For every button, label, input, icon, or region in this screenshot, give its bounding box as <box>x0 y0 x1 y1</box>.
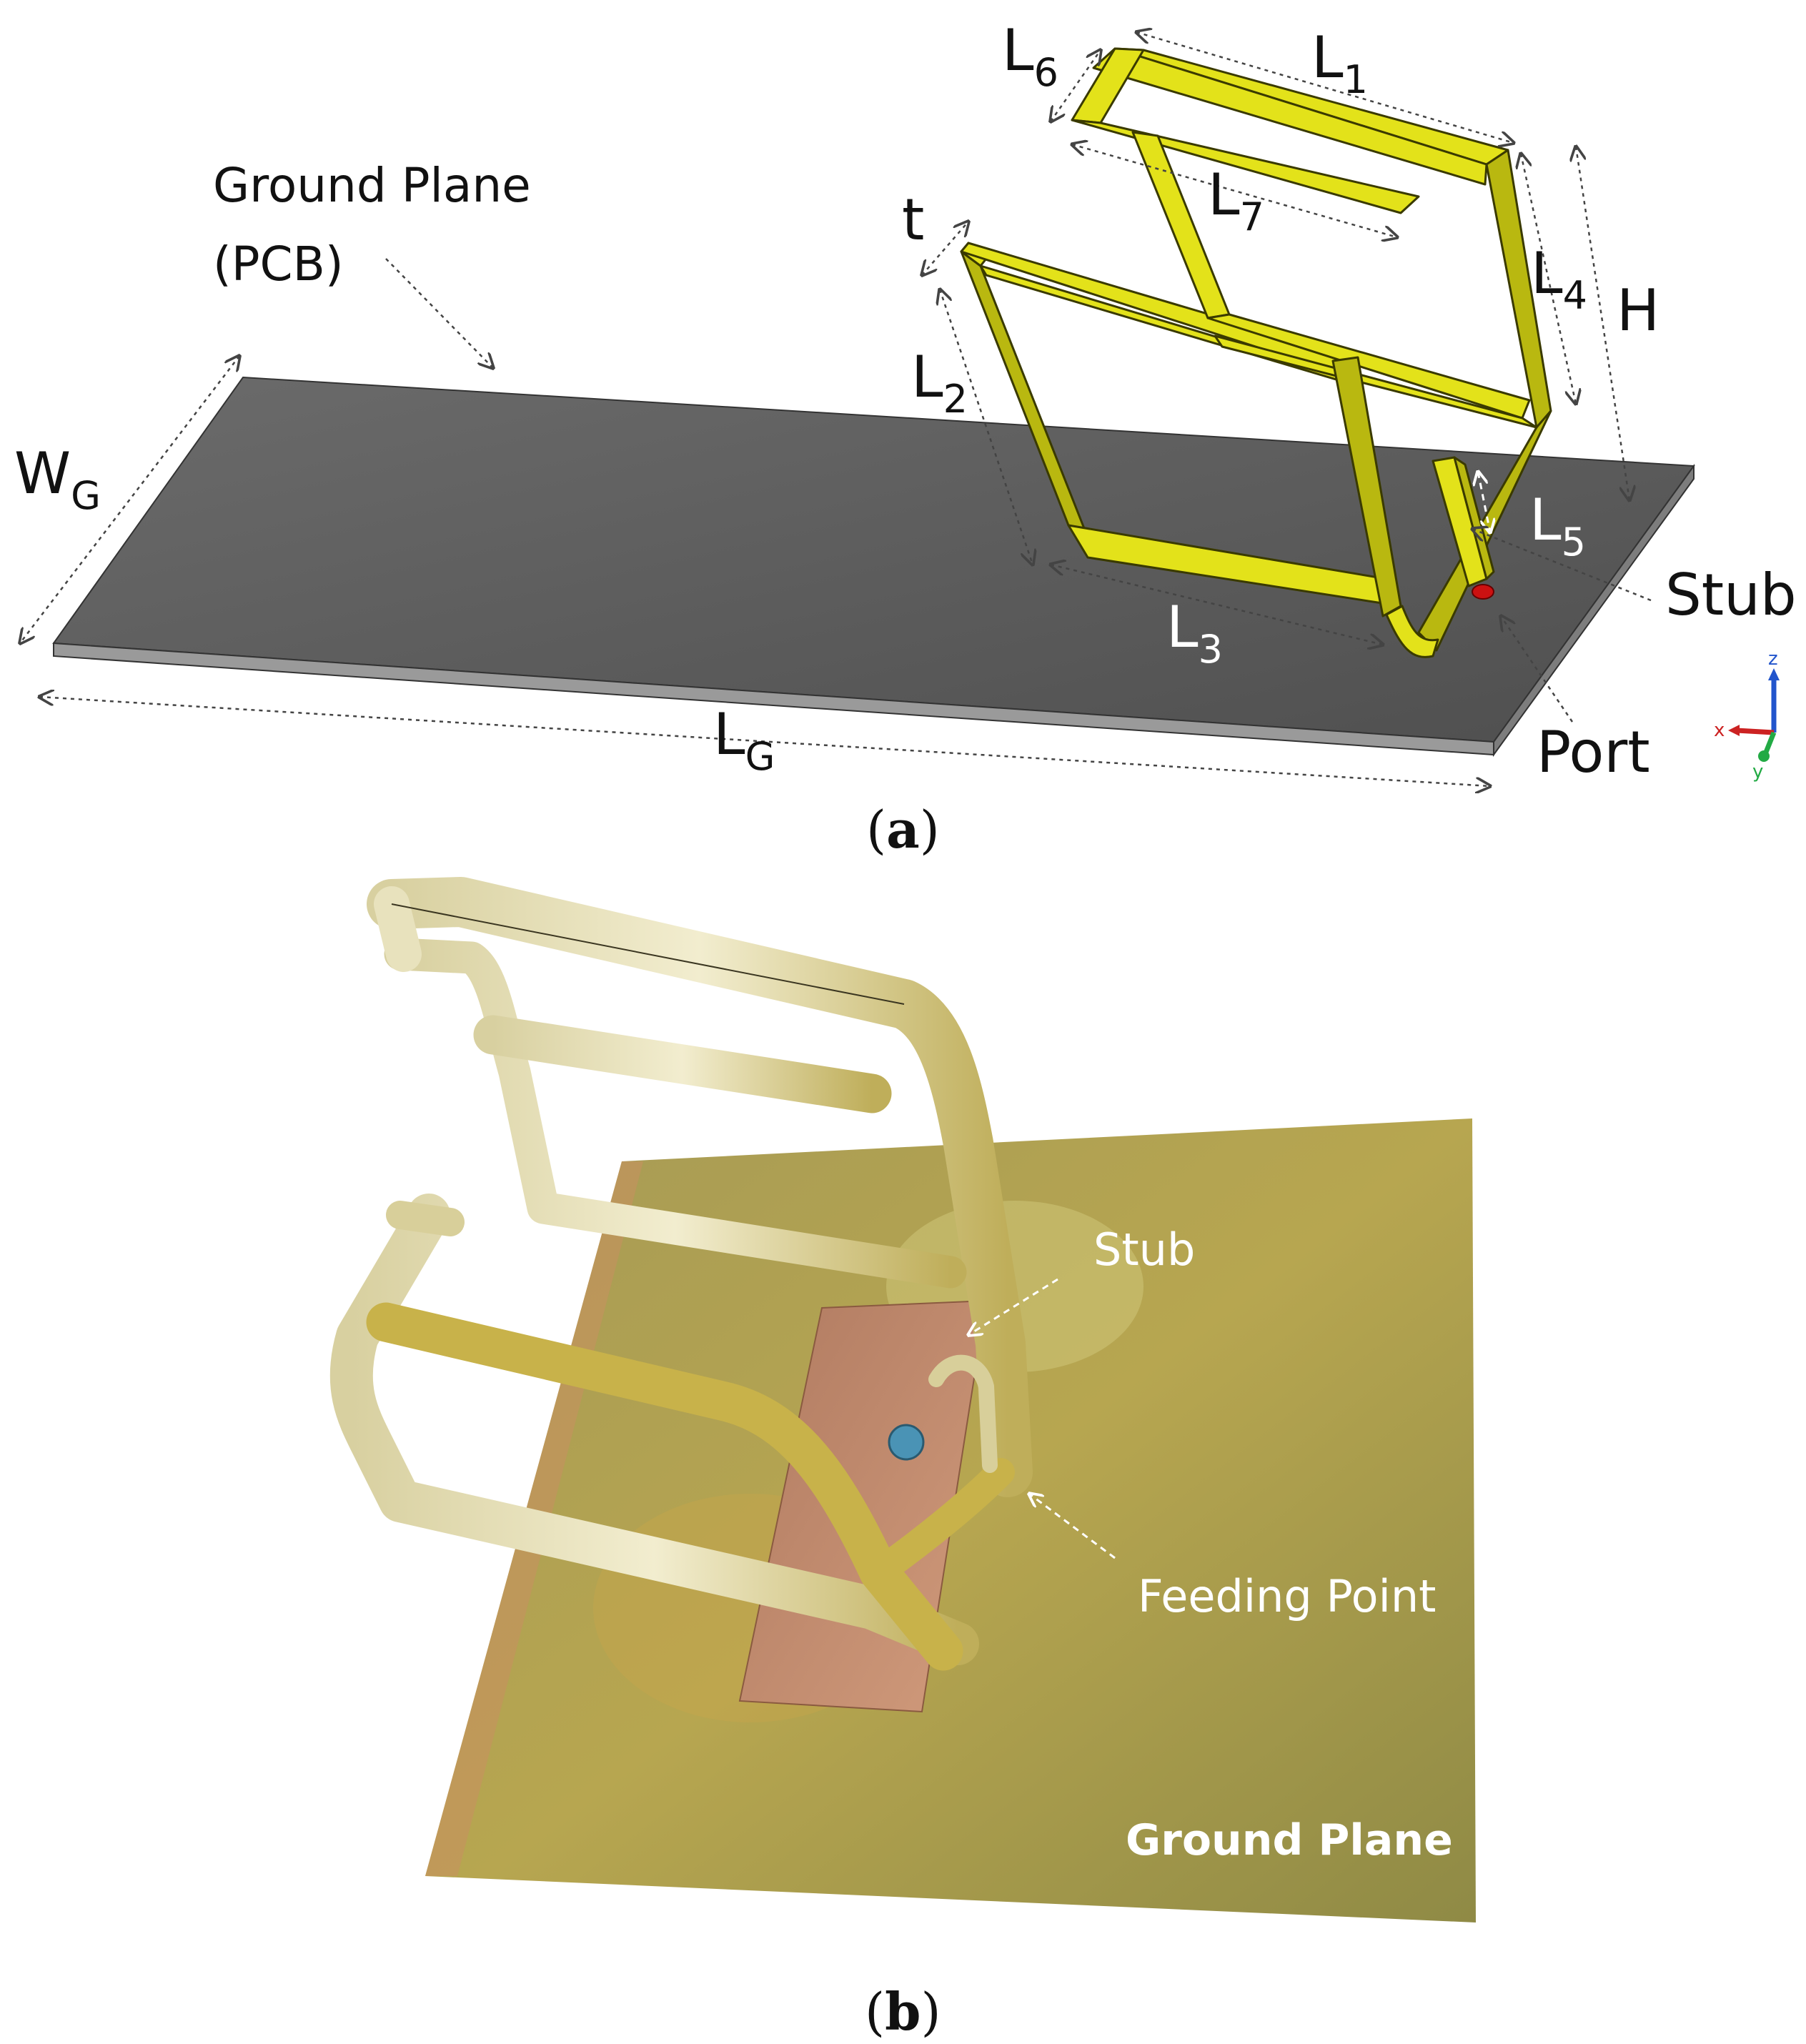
caption-b: (b) <box>865 1981 941 2042</box>
label-l7: L7 <box>1208 162 1264 239</box>
photo-solder <box>888 1424 925 1461</box>
label-lg: LG <box>713 701 775 779</box>
label-l5: L5 <box>1529 487 1586 565</box>
label-port: Port <box>1537 719 1650 785</box>
label-l1: L1 <box>1311 24 1368 102</box>
dimension-lines <box>20 32 1652 786</box>
photo-label-feeding-point: Feeding Point <box>1138 1570 1436 1622</box>
label-t: t <box>902 187 924 253</box>
stub-pointer <box>968 1278 1058 1335</box>
label-l2: L2 <box>911 344 968 422</box>
label-ground-plane-line2: (PCB) <box>213 237 344 292</box>
photo-label-stub: Stub <box>1093 1224 1195 1276</box>
label-l6: L6 <box>1002 17 1058 95</box>
feeding-point-pointer <box>1029 1494 1116 1559</box>
port-marker <box>1472 584 1494 600</box>
ground-plane-top <box>52 376 1695 743</box>
axis-x-label: x <box>1714 720 1725 741</box>
label-stub: Stub <box>1665 562 1797 628</box>
label-h: H <box>1617 277 1659 344</box>
panel-a-labels: Ground Plane (PCB) WG LG L1 L2 L3 L4 L5 … <box>14 17 1797 785</box>
panel-a: Ground Plane (PCB) WG LG L1 L2 L3 L4 L5 … <box>14 17 1797 860</box>
label-l4: L4 <box>1531 240 1587 318</box>
label-ground-plane-line1: Ground Plane <box>213 158 531 213</box>
caption-a: (a) <box>866 799 940 860</box>
label-l3: L3 <box>1166 594 1223 672</box>
axis-y-label: y <box>1752 761 1763 783</box>
photo-label-ground-plane: Ground Plane <box>1126 1815 1453 1865</box>
axis-triad: z x y <box>1714 648 1780 783</box>
panel-b: Stub Feeding Point Ground Plane (b) <box>329 877 1476 2042</box>
photo-antenna <box>329 877 1033 1671</box>
label-wg: WG <box>14 440 101 518</box>
ground-plane-side <box>1493 463 1695 758</box>
axis-z-label: z <box>1768 648 1778 670</box>
